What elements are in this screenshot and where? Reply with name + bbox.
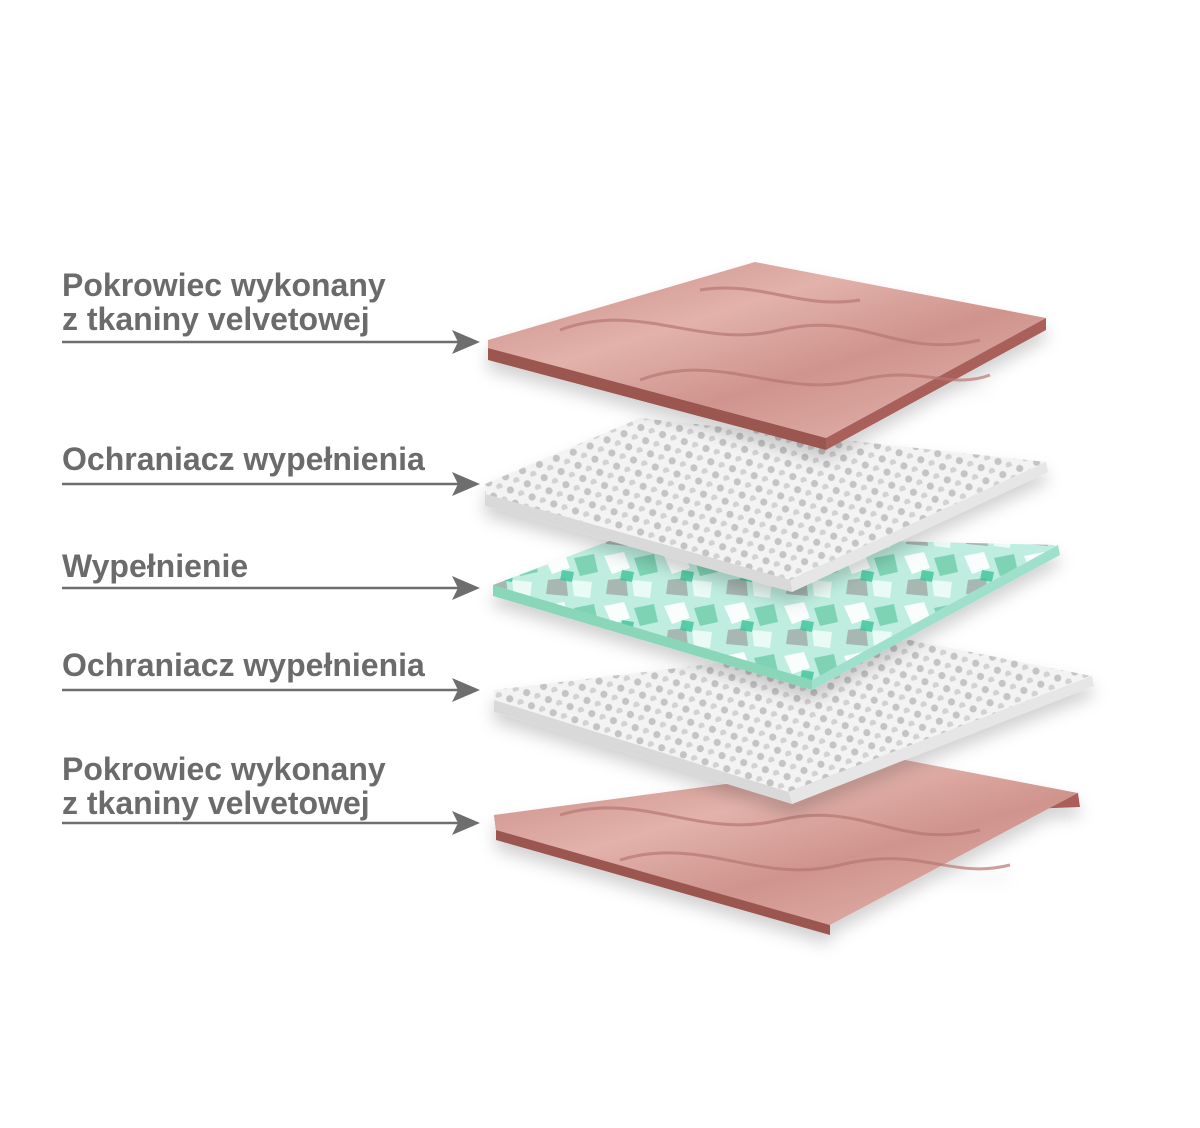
filling-protector-top-layer: [485, 418, 1048, 592]
label-line: Ochraniacz wypełnienia: [62, 647, 425, 683]
foam-filling-layer: [493, 535, 1060, 690]
label-line: Pokrowiec wykonany: [62, 751, 386, 787]
velvet-cover-top-layer: [488, 262, 1046, 450]
arrow-layer-4: [62, 678, 480, 702]
velvet-cover-bottom-layer: [494, 760, 1080, 935]
label-line: Ochraniacz wypełnienia: [62, 441, 425, 477]
label-line: z tkaniny velvetowej: [62, 301, 370, 337]
label-foam-filling: Wypełnienie: [62, 549, 248, 583]
arrow-layer-5: [62, 811, 480, 835]
label-line: Pokrowiec wykonany: [62, 267, 386, 303]
label-line: Wypełnienie: [62, 548, 249, 584]
label-filling-protector-bottom: Ochraniacz wypełnienia: [62, 648, 425, 682]
arrow-layer-1: [62, 330, 480, 354]
arrow-layer-3: [62, 576, 480, 600]
label-velvet-cover-bottom: Pokrowiec wykonany z tkaniny velvetowej: [62, 752, 386, 820]
label-filling-protector-top: Ochraniacz wypełnienia: [62, 442, 425, 476]
label-velvet-cover-top: Pokrowiec wykonany z tkaniny velvetowej: [62, 268, 386, 336]
arrow-layer-2: [62, 472, 480, 496]
label-line: z tkaniny velvetowej: [62, 785, 370, 821]
filling-protector-bottom-layer: [494, 640, 1094, 804]
